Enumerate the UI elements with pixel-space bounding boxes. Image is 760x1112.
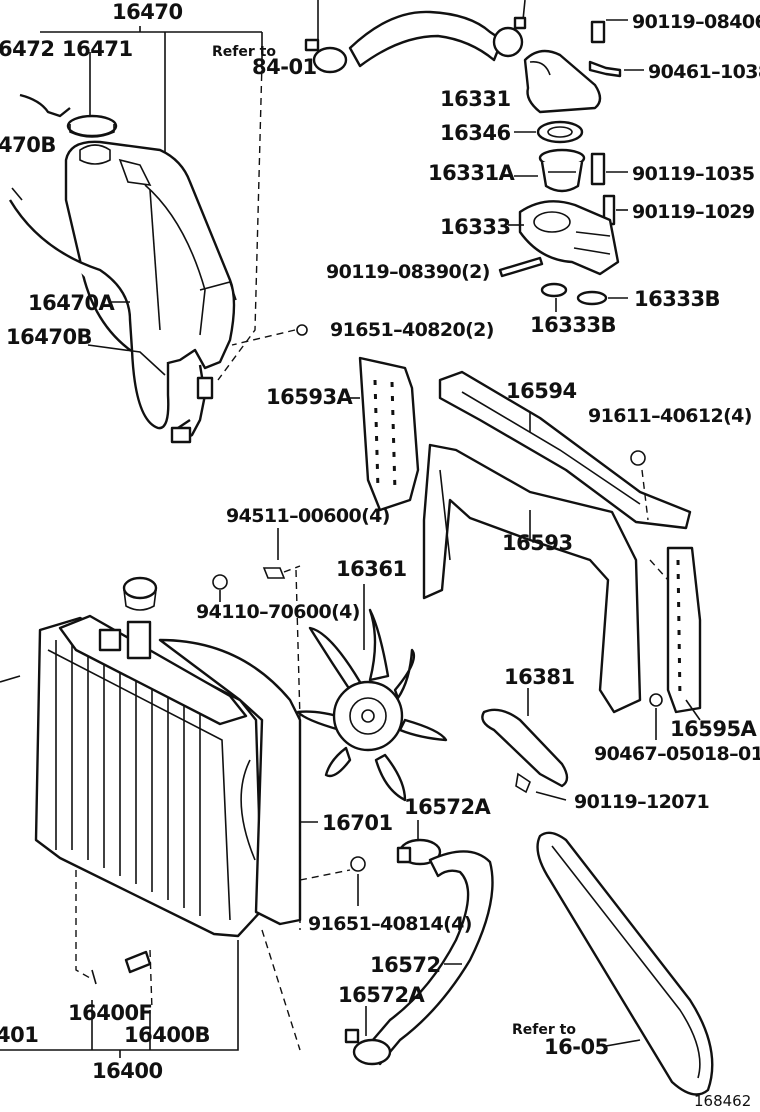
label-90119-1035: 90119–1035 (632, 163, 754, 185)
label-16346: 16346 (440, 121, 511, 145)
reservoir-cap (66, 114, 118, 138)
label-90119-08406: 90119–08406 (632, 11, 760, 33)
label-16701: 16701 (322, 811, 393, 835)
shroud-side-right (666, 546, 702, 714)
fan-group (212, 528, 448, 802)
label-ref-16-05-target: 16-05 (544, 1035, 609, 1059)
label-16572: 16572 (370, 953, 441, 977)
label-91611-40612: 91611–40612(4) (588, 405, 752, 427)
radiator-group (0, 569, 366, 1058)
label-90119-08390: 90119–08390(2) (326, 261, 490, 283)
label-16470B-top: 470B (0, 133, 56, 157)
hose-clamp-right (492, 16, 527, 58)
label-16333B-right: 16333B (634, 287, 720, 311)
label-16381: 16381 (504, 665, 575, 689)
shroud-upper (438, 370, 692, 530)
label-16470A: 16470A (28, 291, 116, 315)
hose-clamp-lower (344, 1028, 392, 1066)
label-16470: 16470 (112, 0, 183, 24)
label-16593: 16593 (502, 531, 573, 555)
label-16331: 16331 (440, 87, 511, 111)
label-ref-16-05-text: Refer to (512, 1022, 576, 1038)
label-90119-1029: 90119–1029 (632, 201, 754, 223)
cooling-fan (296, 608, 448, 802)
catalog-number: 168462 (694, 1092, 751, 1110)
bracket-16381 (481, 688, 569, 801)
hose-clamp-left (304, 38, 348, 74)
label-16572A-bottom: 16572A (338, 983, 426, 1007)
label-16593A: 16593A (266, 385, 354, 409)
label-16333: 16333 (440, 215, 511, 239)
label-90119-12071: 90119–12071 (574, 791, 709, 813)
label-16400B: 16400B (124, 1023, 210, 1047)
label-16594: 16594 (506, 379, 577, 403)
radiator-cap (122, 576, 158, 611)
label-16333B-bottom: 16333B (530, 313, 616, 337)
hose-clamp-upper (396, 838, 442, 866)
label-16400: 16400 (92, 1059, 163, 1083)
label-16471: 16471 (62, 37, 133, 61)
fan-shroud-group (350, 356, 702, 740)
radiator (34, 614, 264, 938)
label-94511-00600: 94511–00600(4) (226, 505, 390, 527)
label-91651-40820: 91651–40820(2) (330, 319, 494, 341)
label-16361: 16361 (336, 557, 407, 581)
label-91651-40814: 91651–40814(4) (308, 913, 472, 935)
shroud-side-left (358, 356, 420, 512)
label-16595A: 16595A (670, 717, 758, 741)
v-belt (536, 831, 714, 1096)
label-16472: 6472 (0, 37, 54, 61)
fan-shroud-16701 (158, 638, 302, 926)
water-outlet (523, 49, 602, 114)
label-ref-84-01-text: Refer to (212, 44, 276, 60)
reservoir-tank (64, 140, 237, 370)
label-90467-05018: 90467–05018–01 (594, 743, 760, 765)
reservoir-tank-group (8, 26, 308, 444)
label-16572A-top: 16572A (404, 795, 492, 819)
label-ref-84-01-target: 84-01 (252, 55, 317, 79)
label-16401: 401 (0, 1023, 38, 1047)
lower-hose-group (344, 820, 494, 1066)
label-16400F: 16400F (68, 1001, 152, 1025)
label-90461-1038: 90461–1038 (648, 61, 760, 83)
label-16470B: 16470B (6, 325, 92, 349)
water-outlet-group (304, 0, 644, 312)
label-16331A: 16331A (428, 161, 516, 185)
thermostat (538, 148, 586, 193)
thermostat-housing (518, 200, 620, 276)
shroud-lower (422, 443, 642, 714)
label-94110-70600: 94110–70600(4) (196, 601, 360, 623)
